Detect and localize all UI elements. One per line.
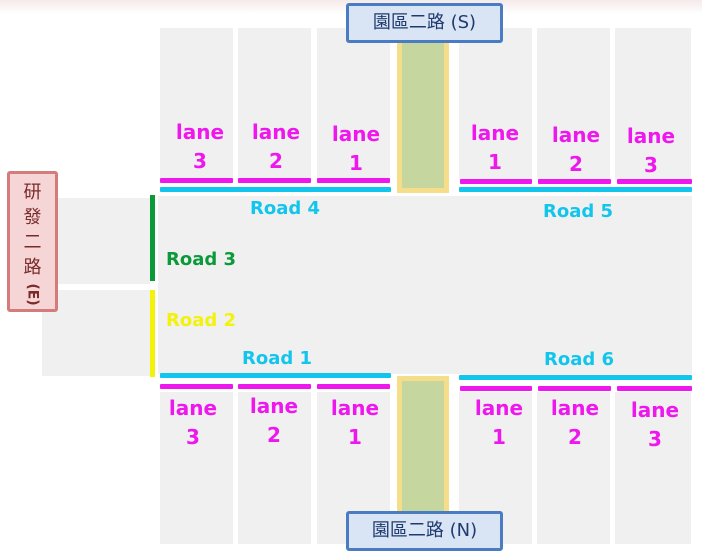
sign-char: (E) <box>25 283 41 306</box>
road-1-label: Road 1 <box>242 348 313 369</box>
lower-block-lane-3-west <box>160 392 233 544</box>
road-6-label: Road 6 <box>544 349 615 370</box>
west-arm-upper <box>42 198 150 284</box>
lane-marker <box>238 384 311 389</box>
lower-block-lane-2-west <box>238 392 311 544</box>
lane-marker <box>317 384 390 389</box>
lane-marker <box>160 384 233 389</box>
sign-char: 路 <box>23 257 42 278</box>
upper-block-lane-2-west <box>238 28 311 180</box>
lower-block-lane-3-east <box>615 392 691 544</box>
lane-marker <box>238 178 311 183</box>
road-2-label: Road 2 <box>166 310 237 331</box>
road-3-line <box>150 195 155 281</box>
road-2-line <box>150 290 155 377</box>
upper-block-lane-2-east <box>537 28 610 180</box>
lane-marker <box>617 386 692 391</box>
street-sign-east: 研 發 二 路 (E) <box>7 171 58 312</box>
lane-marker <box>460 386 532 391</box>
street-sign-north: 園區二路 (N) <box>346 511 503 551</box>
median-north <box>397 34 449 193</box>
upper-block-lane-3-east <box>615 28 691 180</box>
lane-marker <box>538 386 611 391</box>
intersection-area <box>158 196 692 374</box>
road-4-line <box>160 187 391 192</box>
road-4-label: Road 4 <box>250 198 321 219</box>
sign-char: 二 <box>23 232 42 253</box>
lane-marker <box>460 179 532 184</box>
road-5-label: Road 5 <box>543 201 614 222</box>
lane-marker <box>317 178 390 183</box>
road-3-label: Road 3 <box>166 249 237 270</box>
street-sign-south: 園區二路 (S) <box>346 3 503 43</box>
west-arm-lower <box>42 290 150 376</box>
lane-marker <box>617 179 692 184</box>
sign-char: 研 <box>23 182 42 203</box>
sign-char: 發 <box>23 207 42 228</box>
road-1-line <box>160 373 391 378</box>
lane-marker <box>538 179 611 184</box>
lower-block-lane-2-east <box>537 392 610 544</box>
upper-block-lane-1-west <box>317 28 390 180</box>
road-6-line <box>459 375 692 380</box>
upper-block-lane-1-east <box>459 28 532 180</box>
road-5-line <box>459 187 692 192</box>
upper-block-lane-3-west <box>160 28 233 180</box>
lane-marker <box>160 178 233 183</box>
